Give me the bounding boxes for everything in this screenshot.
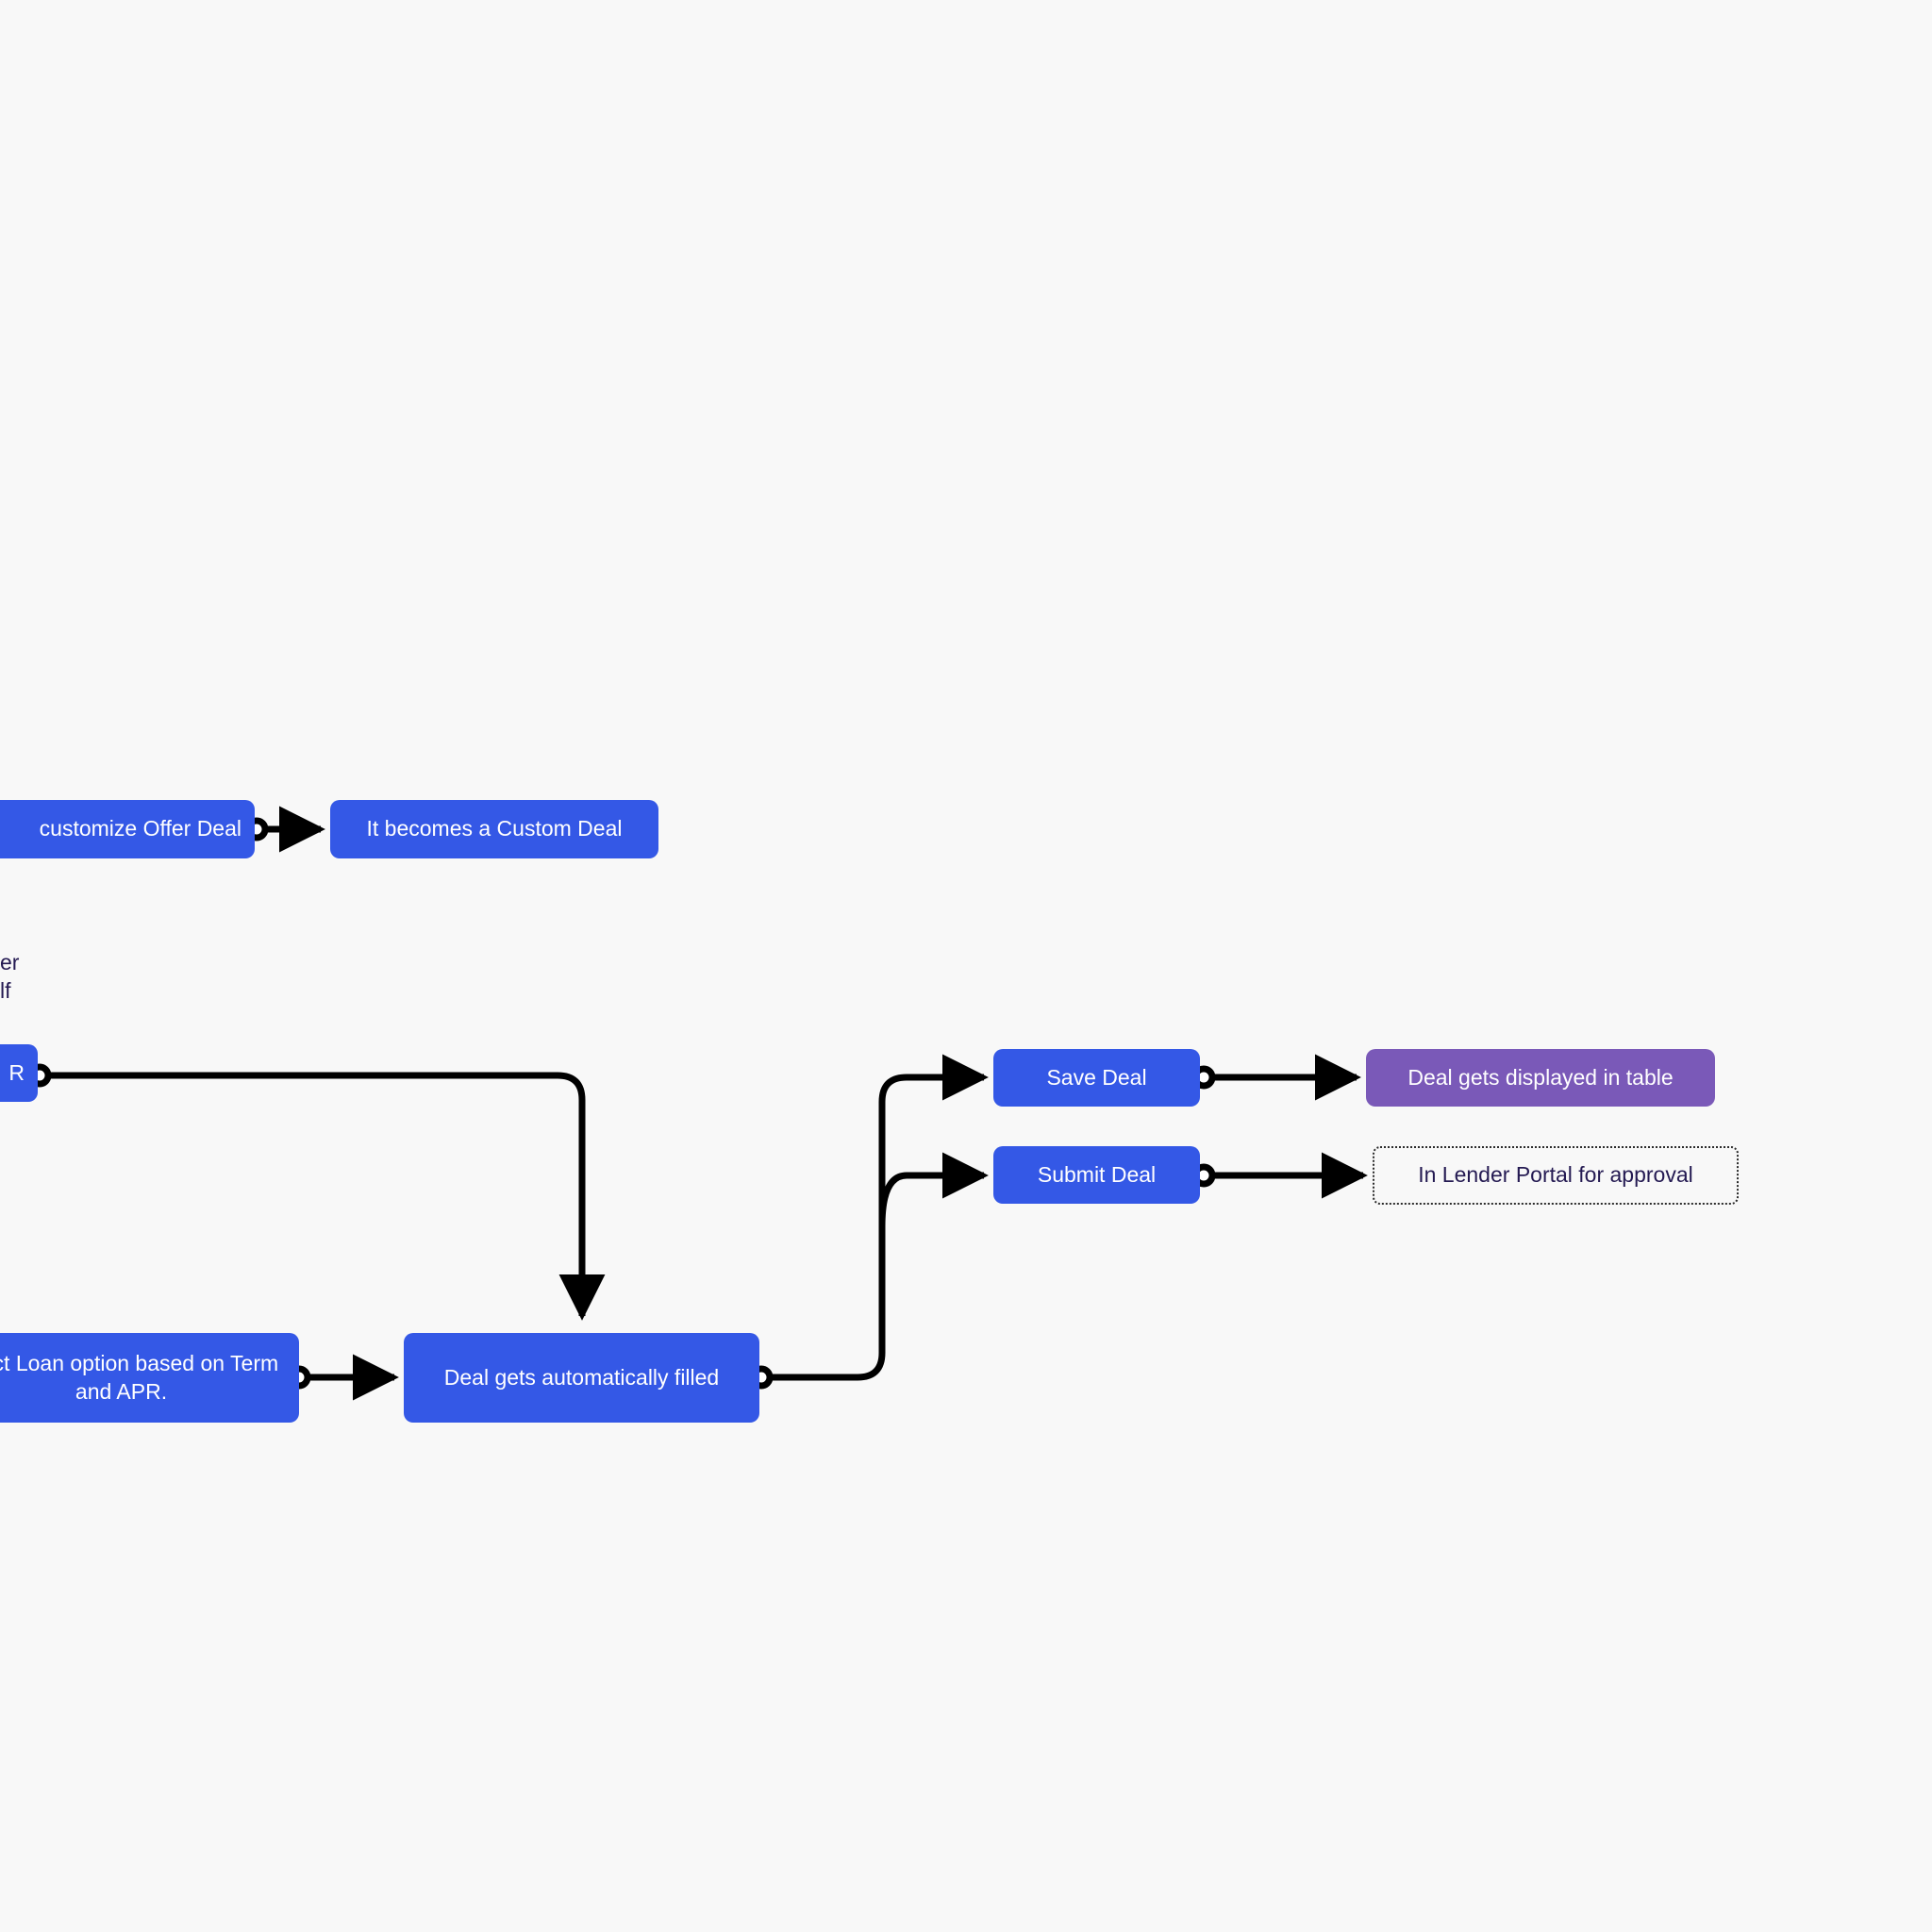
edge-submit-to-portal: [1191, 1152, 1368, 1199]
edge-apr-to-auto-filled: [27, 1063, 606, 1321]
node-label: R: [8, 1059, 25, 1085]
node-becomes-custom-deal[interactable]: It becomes a Custom Deal: [330, 800, 658, 858]
node-label: Submit Deal: [1037, 1161, 1157, 1187]
edge-select-loan-to-auto-filled: [287, 1354, 399, 1401]
edge-customize-to-custom: [244, 806, 325, 853]
node-deal-auto-filled[interactable]: Deal gets automatically filled: [404, 1333, 759, 1423]
node-label: It becomes a Custom Deal: [366, 816, 623, 841]
edge-auto-filled-to-save: [749, 1054, 989, 1390]
node-label: Deal gets displayed in table: [1407, 1064, 1674, 1090]
edge-save-to-table: [1191, 1054, 1361, 1101]
node-label: customize Offer Deal: [39, 816, 242, 841]
node-customize-offer-deal[interactable]: customize Offer Deal: [0, 800, 255, 858]
node-in-lender-portal[interactable]: In Lender Portal for approval: [1373, 1146, 1739, 1205]
node-label: Deal gets automatically filled: [443, 1364, 720, 1390]
node-label: elect Loan option based on Term and APR.: [0, 1351, 279, 1404]
label-clipped-side-note: er lf: [0, 950, 20, 1004]
node-label: In Lender Portal for approval: [1418, 1162, 1693, 1188]
node-select-loan-option[interactable]: elect Loan option based on Term and APR.: [0, 1333, 299, 1423]
node-save-deal[interactable]: Save Deal: [993, 1049, 1200, 1107]
node-apr-node[interactable]: R: [0, 1044, 38, 1102]
node-label: Save Deal: [1046, 1064, 1147, 1090]
edge-auto-filled-to-submit: [878, 1152, 989, 1227]
node-submit-deal[interactable]: Submit Deal: [993, 1146, 1200, 1204]
node-deal-displayed-in-table[interactable]: Deal gets displayed in table: [1366, 1049, 1715, 1107]
